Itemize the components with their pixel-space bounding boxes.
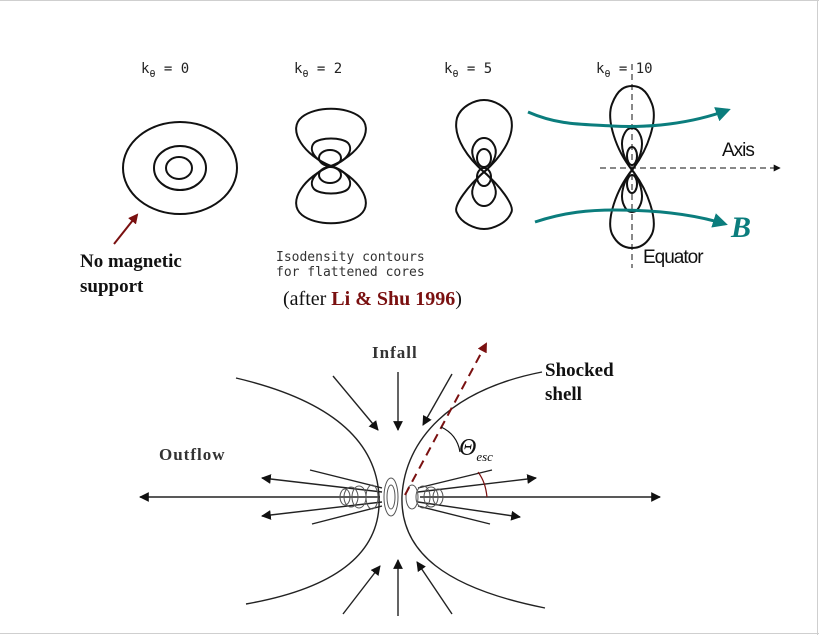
isodensity-caption: Isodensity contours for flattened cores — [276, 250, 425, 280]
escape-angle-arc-lower — [477, 471, 488, 498]
axis-label: Axis — [722, 140, 755, 161]
panel-label-k5: kθ = 5 — [444, 61, 493, 80]
infall-label: Infall — [372, 343, 418, 362]
infall-arrows — [332, 372, 453, 616]
outflow-label: Outflow — [159, 445, 226, 464]
magnetic-field-label: B — [731, 211, 752, 244]
panel-label-k10: kθ = 10 — [596, 61, 653, 80]
shocked-shell-label: Shocked shell — [545, 360, 614, 405]
no-magnetic-support-label: No magnetic support — [80, 251, 182, 297]
isodensity-contours-k2 — [295, 107, 367, 225]
equator-label: Equator — [643, 247, 704, 268]
citation-authors: Li & Shu 1996 — [331, 288, 456, 310]
isodensity-contours-k10 — [609, 84, 655, 250]
outflow-arrows — [139, 469, 661, 525]
slide-border-right — [817, 0, 818, 635]
escape-direction-line — [404, 342, 487, 496]
inner-disk-contours — [339, 477, 444, 517]
escape-angle-arc-upper — [440, 426, 461, 453]
slide-border-bottom — [0, 633, 819, 634]
field-line-lower — [534, 208, 728, 228]
isodensity-contours-k0 — [122, 121, 238, 215]
escape-angle-label: Θesc — [459, 435, 493, 464]
shocked-shell-curves — [235, 371, 546, 609]
panel-label-k2: kθ = 2 — [294, 61, 343, 80]
isodensity-contours-k5 — [455, 98, 513, 231]
citation: (after Li & Shu 1996) — [283, 288, 462, 310]
panel-label-k0: kθ = 0 — [141, 61, 190, 80]
pointer-arrow — [113, 213, 139, 245]
slide-border-top — [0, 0, 819, 1]
field-line-upper — [527, 107, 731, 128]
